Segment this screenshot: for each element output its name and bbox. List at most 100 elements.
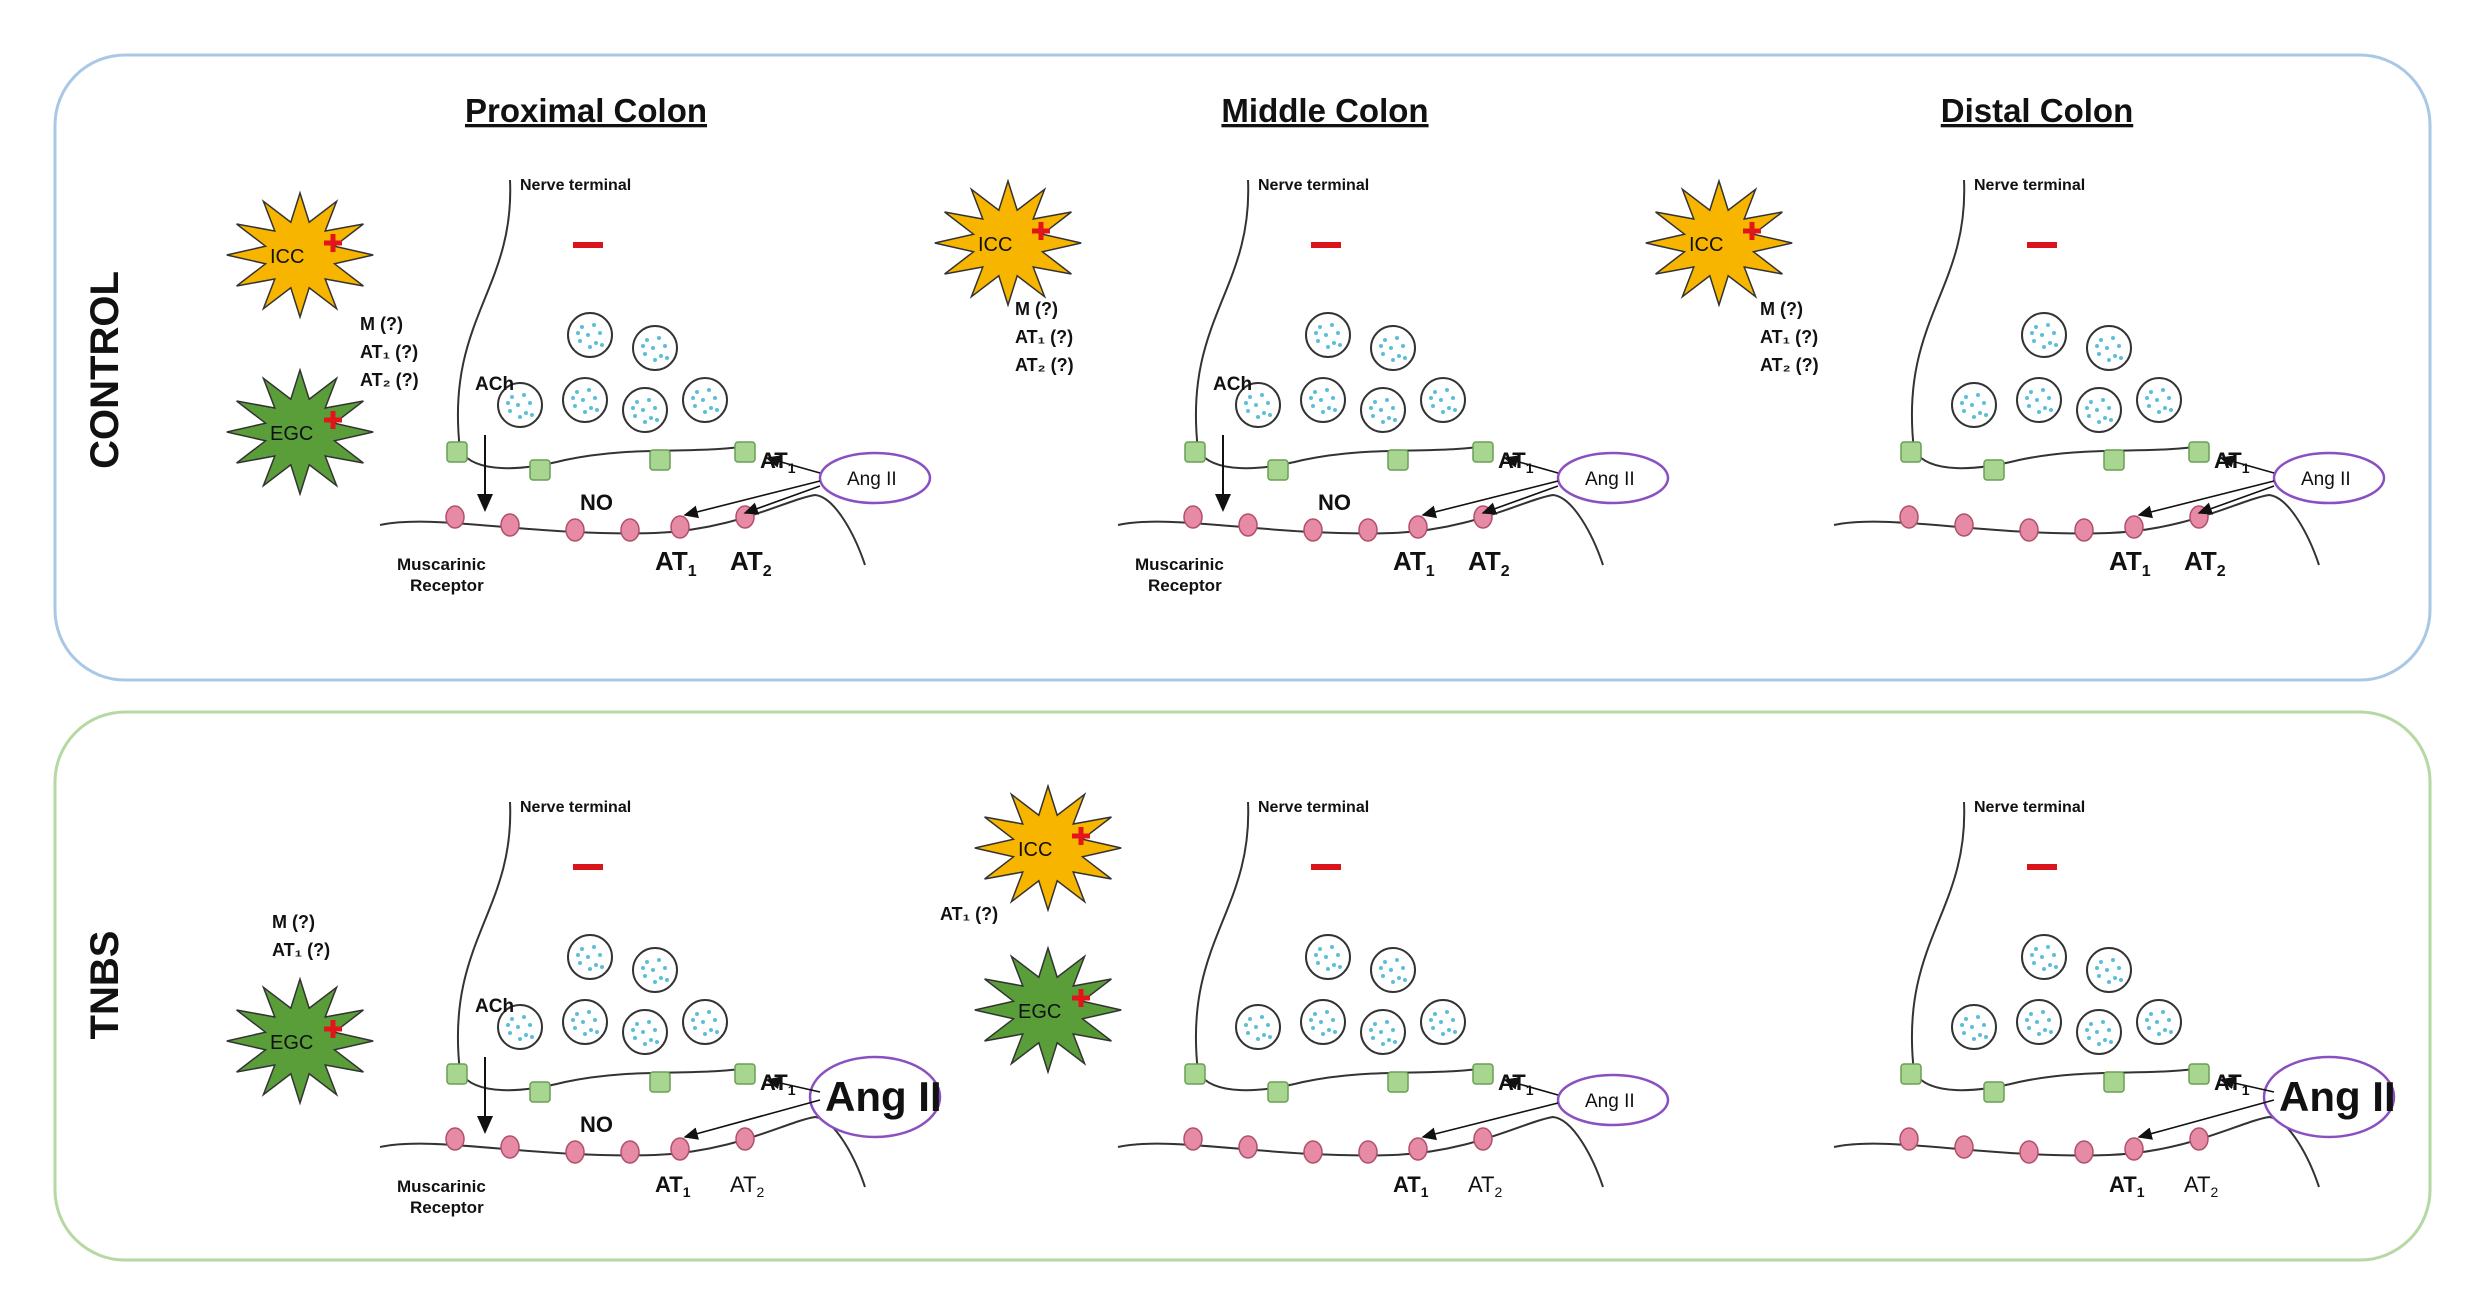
vesicle-dot	[2034, 947, 2038, 951]
vesicle-dot	[1389, 346, 1393, 350]
vesicle-dot	[1451, 1018, 1455, 1022]
plus-icon	[324, 1020, 342, 1038]
vesicle-dot	[2030, 953, 2034, 957]
vesicle-dot	[1984, 413, 1988, 417]
vesicle-dot	[2097, 352, 2101, 356]
vesicle-dot	[1327, 1028, 1331, 1032]
muscarinic-label-1: Muscarinic	[397, 555, 486, 574]
ang-ii-to-at1-arrow	[1503, 455, 1559, 474]
vesicle-dot	[2161, 1010, 2165, 1014]
vesicle-dot	[1984, 1035, 1988, 1039]
at1-postjunctional-label: AT1	[1393, 1172, 1429, 1200]
vesicle-dot	[530, 413, 534, 417]
vesicle-dot	[2037, 410, 2041, 414]
postjunctional-receptor	[445, 505, 465, 529]
vesicle-dot	[528, 1023, 532, 1027]
vesicle-dot	[1336, 331, 1340, 335]
vesicle-dot	[647, 1020, 651, 1024]
vesicle-dot	[2169, 408, 2173, 412]
vesicle-dot	[1321, 410, 1325, 414]
vesicle	[2021, 312, 2067, 358]
vesicle-dot	[651, 346, 655, 350]
postjunctional-receptor	[2124, 515, 2144, 539]
vesicle-dot	[2113, 354, 2117, 358]
vesicle-dot	[1318, 947, 1322, 951]
vesicle	[2016, 999, 2062, 1045]
vesicle-dot	[2103, 416, 2107, 420]
at1-postjunctional-label: AT1	[655, 546, 697, 580]
vesicle-dot	[707, 388, 711, 392]
prejunctional-receptor	[2188, 1063, 2210, 1085]
at2-postjunctional-label: AT2	[2184, 1172, 2218, 1200]
ang-ii-to-post-at1-arrow	[2137, 480, 2275, 519]
vesicle-dot	[2047, 1018, 2051, 1022]
vesicle-dot	[1371, 414, 1375, 418]
vesicle-dot	[1333, 1030, 1337, 1034]
vesicle-dot	[1332, 963, 1336, 967]
vesicle-dot	[1439, 1020, 1443, 1024]
vesicle	[1370, 325, 1416, 371]
vesicle-dot	[2101, 1020, 2105, 1024]
vesicle-dot	[2046, 323, 2050, 327]
vesicle-dot	[573, 404, 577, 408]
prejunctional-receptor	[446, 1063, 468, 1085]
side-note: M (?)	[1015, 299, 1058, 319]
vesicle-dot	[1338, 965, 1342, 969]
prejunctional-receptor	[1983, 459, 2005, 481]
vesicle-dot	[2149, 1012, 2153, 1016]
vesicle-dot	[1324, 955, 1328, 959]
vesicle-dot	[643, 1042, 647, 1046]
plus-icon	[1072, 827, 1090, 845]
vesicle-dot	[593, 396, 597, 400]
vesicle-dot	[1313, 1012, 1317, 1016]
prejunctional-receptor	[529, 1081, 551, 1103]
side-note: M (?)	[360, 314, 403, 334]
postjunctional-receptor	[735, 505, 755, 529]
vesicle-dot	[510, 1017, 514, 1021]
vesicle-dot	[571, 1018, 575, 1022]
vesicle-dot	[655, 1040, 659, 1044]
postjunctional-receptor	[500, 513, 520, 537]
vesicle-dot	[2113, 976, 2117, 980]
vesicle-dot	[2109, 418, 2113, 422]
vesicle-dot	[506, 1023, 510, 1027]
vesicle-dot	[641, 1030, 645, 1034]
vesicle-dot	[1262, 1033, 1266, 1037]
vesicle-dot	[575, 390, 579, 394]
vesicle-dot	[1429, 1018, 1433, 1022]
vesicle-dot	[1318, 325, 1322, 329]
vesicle-dot	[576, 953, 580, 957]
postjunctional-receptor	[1899, 1127, 1919, 1151]
vesicle-dot	[1982, 1023, 1986, 1027]
vesicle-dot	[691, 1018, 695, 1022]
vesicle-dot	[713, 1018, 717, 1022]
prejunctional-receptor	[1472, 441, 1494, 463]
vesicle-dot	[703, 1032, 707, 1036]
vesicle-dot	[713, 396, 717, 400]
postjunctional-receptor	[1408, 1137, 1428, 1161]
nerve-terminal-label: Nerve terminal	[1258, 799, 1369, 816]
vesicle-dot	[663, 344, 667, 348]
smooth-muscle-membrane	[379, 493, 866, 566]
plus-icon	[1032, 222, 1050, 240]
vesicle-dot	[2095, 966, 2099, 970]
vesicle-dot	[586, 333, 590, 337]
vesicle-dot	[2085, 406, 2089, 410]
nerve-terminal-label: Nerve terminal	[520, 799, 631, 816]
vesicle-dot	[1381, 352, 1385, 356]
vesicle-dot	[587, 1010, 591, 1014]
vesicle-dot	[1268, 1035, 1272, 1039]
vesicle-dot	[1381, 1042, 1385, 1046]
vesicle-dot	[1393, 1040, 1397, 1044]
vesicle-dot	[524, 411, 528, 415]
vesicle-dot	[1970, 403, 1974, 407]
vesicle-dot	[641, 966, 645, 970]
icc-cell: ICC	[1645, 178, 1793, 308]
vesicle-dot	[691, 396, 695, 400]
smooth-muscle-membrane	[1833, 493, 2320, 566]
vesicle-dot	[1326, 967, 1330, 971]
vesicle	[567, 312, 613, 358]
vesicle-dot	[1960, 401, 1964, 405]
vesicle-dot	[2095, 1030, 2099, 1034]
